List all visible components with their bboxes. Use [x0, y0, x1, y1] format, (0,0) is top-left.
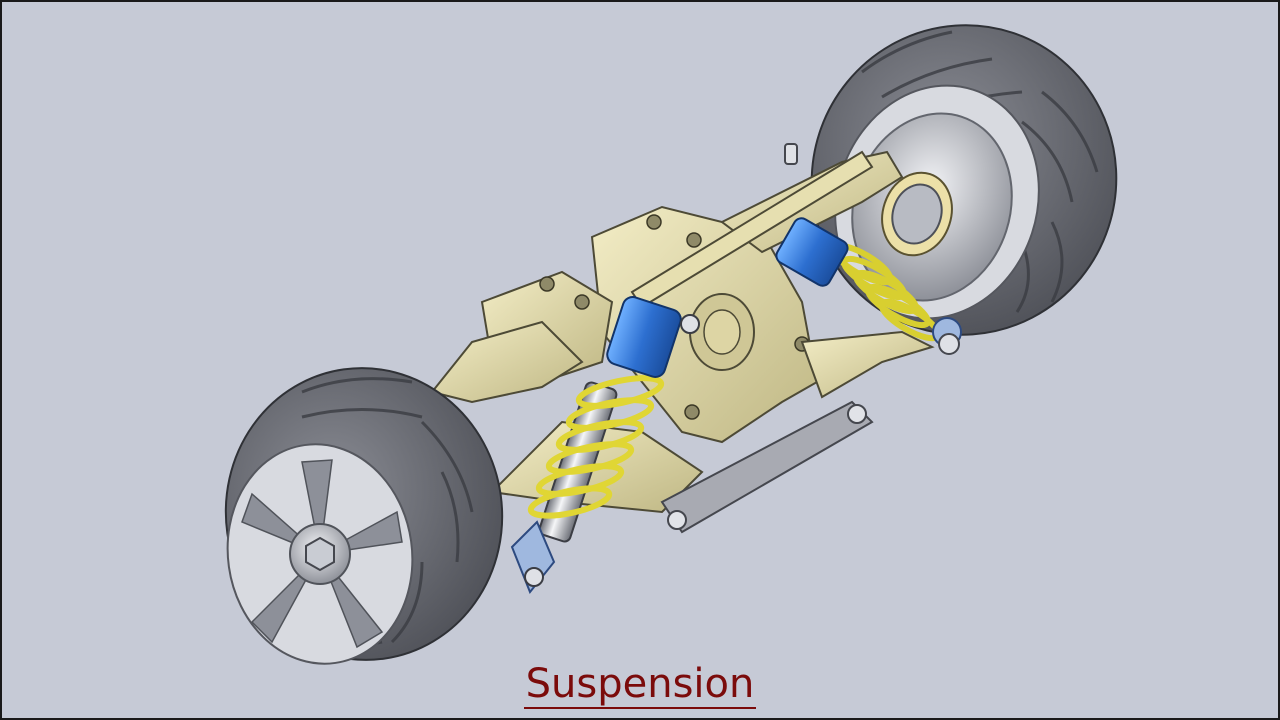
upright-posts	[784, 143, 960, 355]
caption-text: Suspension	[523, 661, 757, 709]
wheel-nut	[305, 536, 335, 572]
upper-arm-front	[430, 320, 584, 404]
shock-mount-nut	[680, 314, 700, 334]
housing-bore-inner	[703, 309, 741, 355]
shock-rear	[775, 217, 962, 347]
shock-body-rear	[775, 217, 849, 287]
spring-front	[527, 375, 665, 519]
steel-strap	[660, 400, 874, 534]
wheel-front	[224, 367, 504, 665]
rod-end-bolt	[524, 567, 544, 587]
shock-body-front	[606, 296, 682, 378]
bearing-center	[891, 183, 943, 245]
spring-rear	[830, 242, 942, 342]
lower-arm-rear	[800, 330, 935, 399]
slide-caption: Suspension	[2, 658, 1278, 710]
shock-front	[510, 296, 700, 594]
